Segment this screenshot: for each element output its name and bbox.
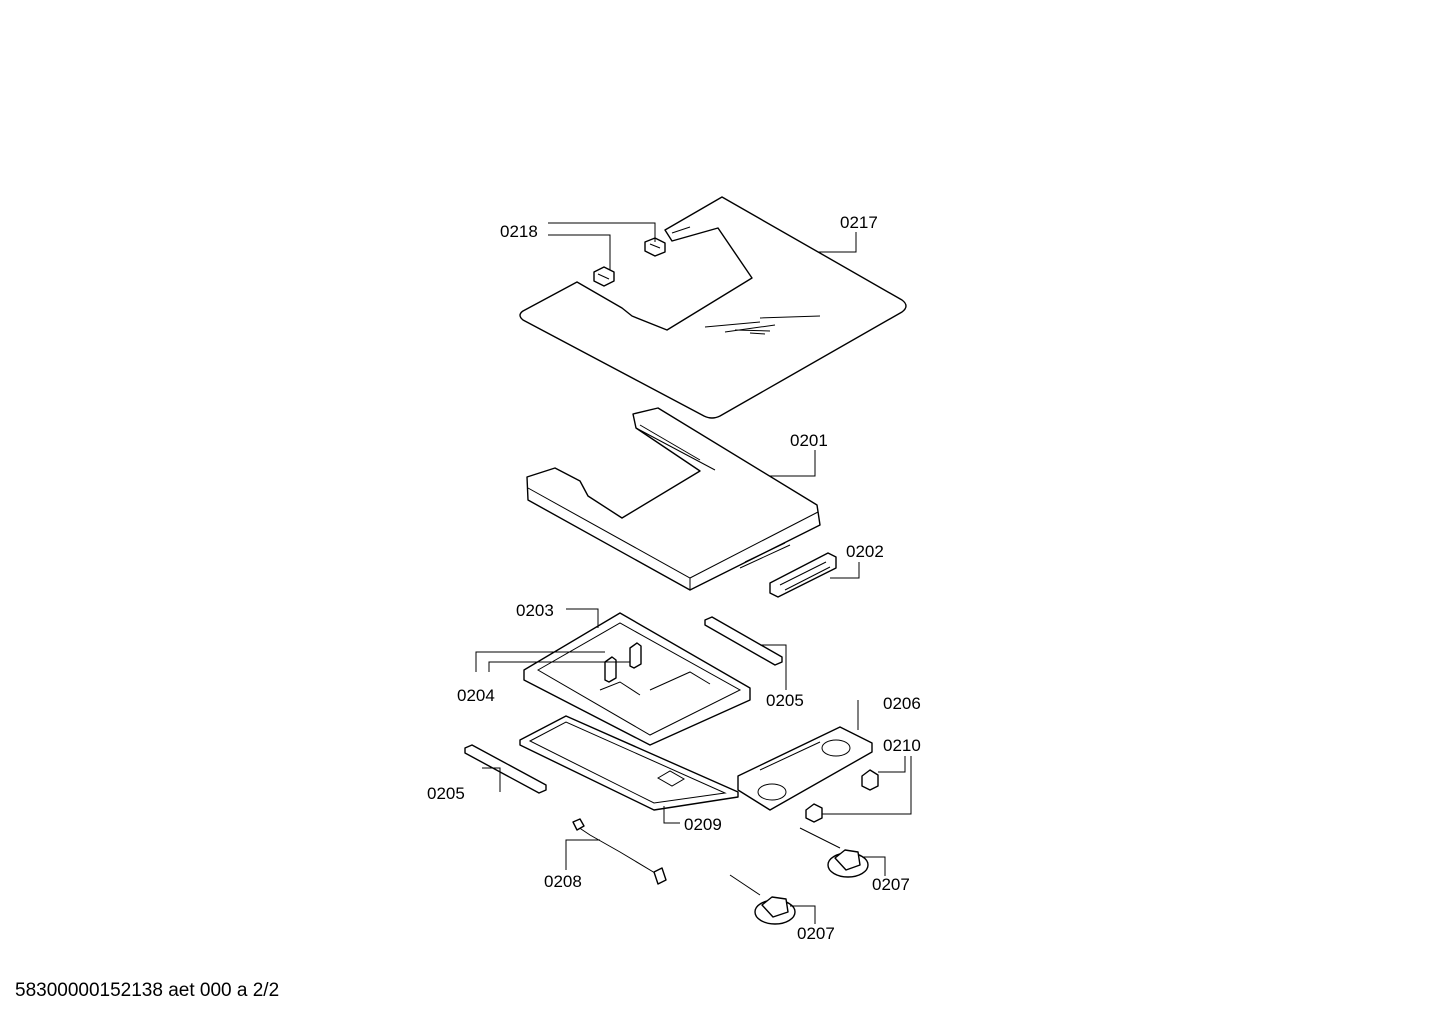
frame-housing xyxy=(526,407,821,591)
hinge-part-1 xyxy=(604,656,617,683)
label-0205-right: 0205 xyxy=(766,691,804,710)
label-0218: 0218 xyxy=(500,222,538,241)
filter-panel xyxy=(519,715,739,811)
label-0217: 0217 xyxy=(840,213,878,232)
cable-harness xyxy=(572,818,667,885)
knob-bottom xyxy=(729,874,796,925)
hinge-part-2 xyxy=(629,642,642,669)
label-0202: 0202 xyxy=(846,542,884,561)
label-0203: 0203 xyxy=(516,601,554,620)
knob-cap-1 xyxy=(861,769,879,791)
label-0208: 0208 xyxy=(544,872,582,891)
label-0209: 0209 xyxy=(684,815,722,834)
knob-right xyxy=(799,827,869,878)
leader-lines xyxy=(475,222,912,924)
control-panel xyxy=(737,726,873,811)
label-0207-bottom: 0207 xyxy=(797,924,835,943)
label-0207-right: 0207 xyxy=(872,875,910,894)
rail-right xyxy=(704,616,783,666)
label-0205-left: 0205 xyxy=(427,784,465,803)
clip-part-lower xyxy=(593,266,615,287)
knob-cap-2 xyxy=(805,803,823,823)
label-0201: 0201 xyxy=(790,431,828,450)
label-0206: 0206 xyxy=(883,694,921,713)
label-0210: 0210 xyxy=(883,736,921,755)
control-bracket xyxy=(769,552,837,598)
part-labels: 0218 0217 0201 0202 0203 0204 0205 0205 … xyxy=(427,213,921,943)
rail-left xyxy=(464,744,547,794)
document-code: 58300000152138 aet 000 a 2/2 xyxy=(15,980,280,1001)
glass-top-plate xyxy=(519,196,907,419)
tray-frame xyxy=(523,612,751,746)
label-0204: 0204 xyxy=(457,686,495,705)
